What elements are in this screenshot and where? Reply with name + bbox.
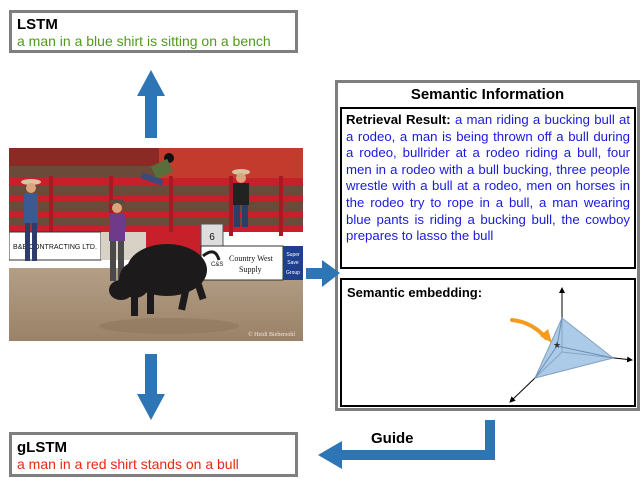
sign-left-text: B&B CONTRACTING LTD. [13,244,97,251]
glstm-title: gLSTM [17,439,67,456]
lstm-caption: a man in a blue shirt is sitting on a be… [17,33,271,49]
gate-number: 6 [209,232,215,243]
cowboy-right [232,169,250,227]
rodeo-photo: B&B CONTRACTING LTD. 6 C&S Country West … [9,148,303,341]
retrieval-result-label: Retrieval Result: [346,112,451,127]
sign-logo: C&S [211,262,223,268]
sign-right-line1: Country West [229,254,274,263]
semantic-information-panel: Semantic Information Retrieval Result: a… [335,80,640,411]
semantic-embedding-box: ★ Semantic embedding: [340,278,636,407]
photo-watermark: © Heidi Biebersohl [248,331,295,338]
arrow-down-to-glstm [137,354,165,420]
bull [109,244,221,316]
embedding-region [534,317,615,379]
retrieval-result-text: a man riding a bucking bull at a rodeo, … [346,112,631,244]
glstm-caption: a man in a red shirt stands on a bull [17,456,239,472]
sign-badge [283,246,303,280]
star-icon: ★ [553,341,561,351]
retrieval-result-box: Retrieval Result: a man riding a bucking… [340,107,636,269]
lstm-caption-box: LSTM a man in a blue shirt is sitting on… [9,10,298,53]
clown-purple [109,199,125,281]
sign-right-line2: Supply [239,265,262,274]
sign-badge-line3: Group [286,270,300,276]
cowboy-left [21,179,41,261]
semantic-embedding-label: Semantic embedding: [347,285,483,300]
lstm-title: LSTM [17,16,58,33]
sign-badge-line2: Save [287,260,299,266]
rider-thrown [140,153,174,186]
semantic-information-heading: Semantic Information [410,86,565,103]
embedding-diagram: ★ [509,287,633,403]
guide-label: Guide [371,430,414,447]
sign-badge-line1: Super [286,252,300,258]
arrow-up-to-lstm [137,70,165,138]
glstm-caption-box: gLSTM a man in a red shirt stands on a b… [9,432,298,477]
